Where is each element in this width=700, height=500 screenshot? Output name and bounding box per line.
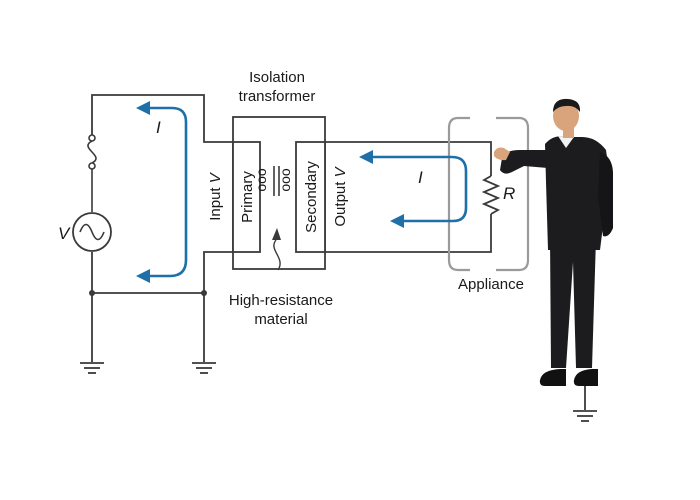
primary-coil-icon: ooo — [253, 168, 269, 192]
appliance-outline — [447, 116, 530, 272]
secondary-circuit-wires — [325, 141, 492, 253]
ground-icon — [573, 410, 597, 422]
primary-circuit-wires — [91, 94, 233, 362]
ground-icon — [80, 362, 104, 374]
high-resistance-pointer — [273, 239, 281, 271]
primary-current-arrow — [148, 106, 188, 278]
secondary-current-arrow — [372, 155, 468, 223]
resistor-icon — [481, 175, 501, 215]
ground-icon — [192, 362, 216, 374]
fuse-icon — [87, 134, 97, 212]
secondary-coil-icon: ooo — [277, 168, 293, 192]
high-resistance-label-line1: High-resistance — [229, 292, 333, 309]
secondary-winding-box — [295, 141, 326, 253]
primary-label: Primary — [239, 171, 256, 223]
junction-dot — [89, 290, 95, 296]
input-voltage-label: Input V — [207, 171, 224, 221]
ac-source-icon — [72, 212, 112, 252]
primary-winding-box — [232, 141, 261, 253]
source-voltage-label: V — [58, 224, 71, 243]
current-arrowhead — [359, 150, 373, 164]
primary-current-label: I — [156, 118, 161, 137]
pointer-arrowhead — [272, 228, 281, 240]
current-arrowhead — [136, 101, 150, 115]
current-arrowhead — [390, 214, 404, 228]
resistor-label: R — [503, 184, 515, 203]
high-resistance-label-line2: material — [254, 311, 307, 328]
secondary-current-label: I — [418, 168, 423, 187]
current-arrowhead — [136, 269, 150, 283]
appliance-label: Appliance — [458, 276, 524, 293]
junction-dot — [201, 290, 207, 296]
transformer-core-lines — [273, 166, 280, 196]
transformer-title-line2: transformer — [239, 88, 316, 105]
transformer-title-line1: Isolation — [249, 69, 305, 86]
person-figure — [494, 98, 613, 386]
secondary-label: Secondary — [303, 161, 320, 233]
output-voltage-label: Output V — [332, 165, 349, 226]
